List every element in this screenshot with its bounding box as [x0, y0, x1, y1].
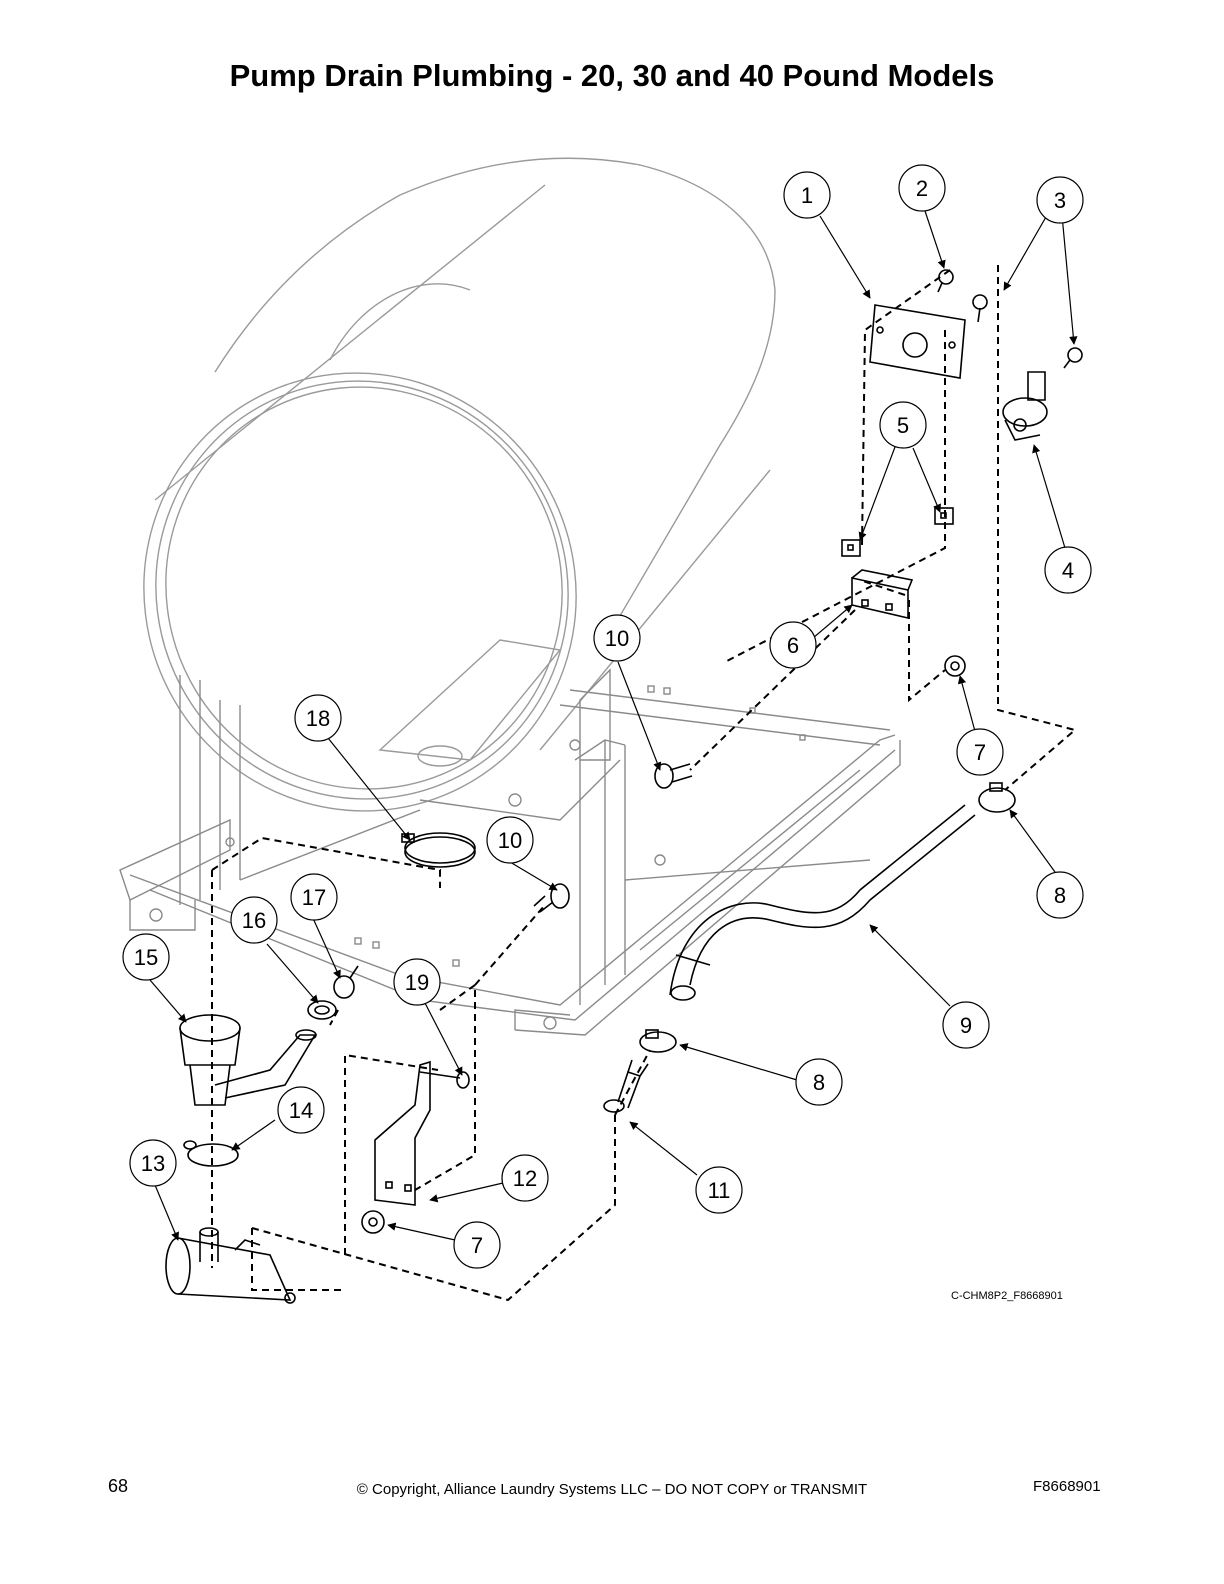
valve-4	[1002, 371, 1048, 441]
screw-3a	[972, 294, 988, 323]
hose-9	[669, 804, 976, 1001]
parts	[165, 269, 1083, 1304]
screw-3b	[1063, 347, 1083, 369]
callout-10a: 10	[605, 626, 629, 651]
callout-4: 4	[1062, 558, 1074, 583]
callout-14: 14	[289, 1098, 313, 1123]
callout-8b: 8	[813, 1070, 825, 1095]
callout-10b: 10	[498, 828, 522, 853]
drawing-code: C-CHM8P2_F8668901	[951, 1290, 1063, 1302]
callout-8a: 8	[1054, 883, 1066, 908]
callout-16: 16	[242, 908, 266, 933]
bolt-10b	[533, 883, 570, 913]
clip-5a	[841, 539, 861, 557]
bolt-10a	[654, 763, 693, 789]
callout-9: 9	[960, 1013, 972, 1038]
clamp-14	[183, 1140, 239, 1167]
callout-3: 3	[1054, 188, 1066, 213]
bracket-12	[374, 1060, 431, 1206]
callout-2: 2	[916, 176, 928, 201]
machine-frame	[119, 668, 901, 1036]
callout-13: 13	[141, 1151, 165, 1176]
callout-18: 18	[306, 706, 330, 731]
callout-7b: 7	[471, 1233, 483, 1258]
leader-lines	[149, 207, 1078, 1241]
nut-7a	[944, 655, 966, 677]
callout-19: 19	[405, 970, 429, 995]
screw-19	[419, 1071, 470, 1089]
callout-1: 1	[801, 183, 813, 208]
document-number: F8668901	[1033, 1478, 1101, 1495]
page-title: Pump Drain Plumbing - 20, 30 and 40 Poun…	[229, 58, 995, 93]
assembly-lines	[211, 265, 1078, 1302]
callout-11: 11	[708, 1178, 731, 1203]
callout-12: 12	[513, 1166, 537, 1191]
copyright-notice: © Copyright, Alliance Laundry Systems LL…	[356, 1481, 868, 1498]
page-number: 68	[108, 1476, 129, 1496]
callout-6: 6	[787, 633, 799, 658]
connector-11	[603, 1059, 649, 1113]
callouts	[122, 164, 1092, 1269]
grommet-16	[307, 1000, 337, 1020]
callout-5: 5	[897, 413, 909, 438]
pump-13	[165, 1227, 296, 1304]
nut-7b	[361, 1210, 385, 1234]
clamp-18	[401, 832, 476, 868]
callout-17: 17	[302, 885, 326, 910]
drum	[143, 157, 776, 812]
clamp-8b	[639, 1029, 677, 1053]
sump-15	[179, 1014, 317, 1106]
callout-15: 15	[134, 945, 158, 970]
mounting-plate	[869, 304, 966, 379]
callout-labels: 1 2 3 4 5 6 10 7 18 10 8 17 16 15 19 9 8…	[134, 176, 1074, 1258]
check-valve-17	[333, 965, 359, 999]
callout-7a: 7	[974, 740, 986, 765]
clamp-8a	[978, 782, 1016, 813]
